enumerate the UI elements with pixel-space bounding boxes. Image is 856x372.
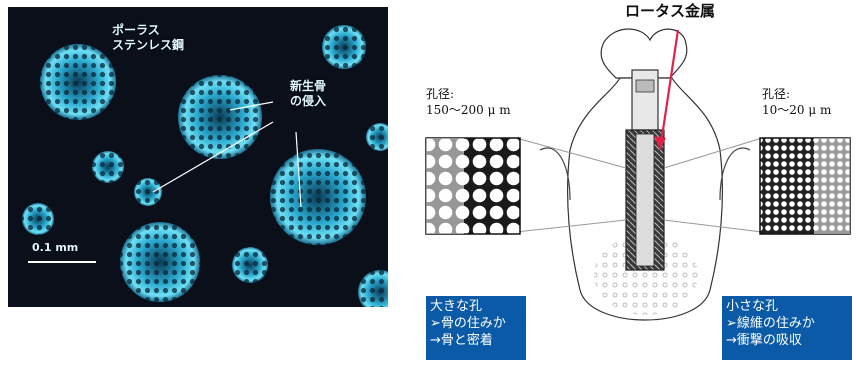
micrograph-svg (8, 7, 388, 307)
pointer-line (229, 101, 274, 111)
label-porous-stainless: ポーラス ステンレス鋼 (112, 23, 185, 52)
box-line: 大きな孔 (430, 299, 483, 314)
callout-line (663, 219, 763, 233)
cluster-group (22, 25, 388, 307)
abutment-head (635, 79, 655, 93)
large-pore-inset-bone (426, 138, 464, 234)
box-line: →骨と密着 (430, 333, 493, 348)
pointer-line (295, 131, 302, 208)
tooth-crown (600, 28, 688, 79)
callout-line (663, 137, 763, 169)
implant-diagram (425, 28, 851, 321)
label-new-bone: 新生骨 の侵入 (290, 79, 327, 108)
soft-tissue (539, 147, 751, 201)
red-arrowhead (654, 136, 666, 150)
left-pore-caption: 孔径: 150〜200 μ m (426, 87, 511, 117)
box-line: ➢線維の住みか (726, 316, 815, 331)
implant-core (635, 133, 655, 267)
red-pointer (658, 29, 680, 151)
box-line: 小さな孔 (726, 299, 779, 314)
pointer-line (152, 121, 274, 193)
large-pore-info-box: 大きな孔 ➢骨の住みか →骨と密着 (426, 296, 526, 360)
callout-line (515, 219, 627, 233)
micrograph-image: ポーラス ステンレス鋼 新生骨 の侵入 0.1 mm (8, 7, 388, 307)
right-pore-caption: 孔径: 10〜20 μ m (762, 87, 832, 117)
bone-texture (594, 235, 698, 315)
diagram-title: ロータス金属 (625, 2, 716, 20)
box-line: ➢骨の住みか (430, 316, 506, 331)
scale-label: 0.1 mm (32, 241, 79, 254)
small-pore-inset-tissue (814, 138, 850, 234)
callout-line (515, 137, 627, 169)
box-line: →衝撃の吸収 (726, 333, 802, 348)
abutment (631, 69, 659, 131)
small-pore-info-box: 小さな孔 ➢線維の住みか →衝撃の吸収 (722, 296, 852, 360)
